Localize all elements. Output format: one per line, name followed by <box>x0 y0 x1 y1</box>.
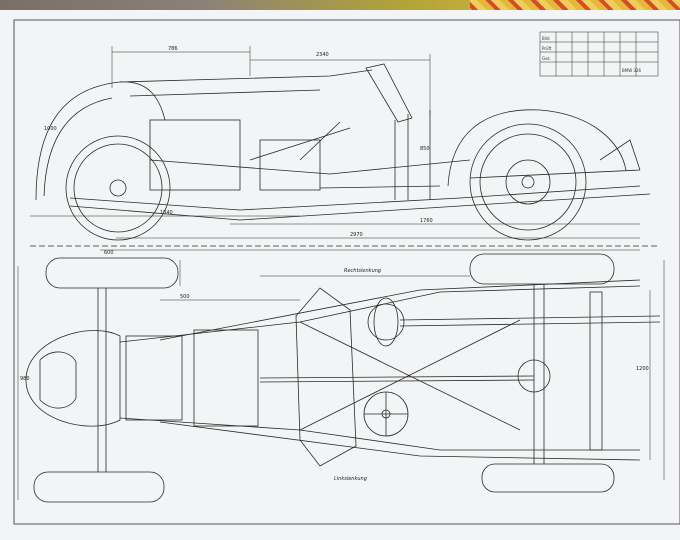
dim-label-3: 1040 <box>160 210 173 216</box>
top-dimensions <box>17 249 665 500</box>
dim-label-front-width: 600 <box>104 250 114 256</box>
dim-label-4: 1760 <box>420 218 433 224</box>
front-fender <box>35 81 166 201</box>
rear-fender <box>447 109 627 187</box>
rear-crossmember <box>589 291 603 451</box>
title-block <box>539 31 659 77</box>
top-frame-rail-upper <box>119 285 641 343</box>
top-dimension-labels: 600 500 1200 980 <box>20 250 649 382</box>
bulkhead <box>295 287 357 467</box>
top-front-wheel-right <box>33 471 165 503</box>
title-block-row-1: Bild <box>542 36 550 41</box>
dim-label-7: 850 <box>420 146 430 152</box>
windscreen <box>365 63 413 123</box>
side-view <box>30 63 660 247</box>
title-block-row-3: Gez. <box>542 56 551 61</box>
title-block-text: Bild Prüft Gez. BMW 326 <box>542 36 642 73</box>
radiator-grille <box>25 330 121 427</box>
dim-label-frame: 980 <box>20 376 30 382</box>
label-rechtslenkung: Rechtslenkung <box>344 268 381 274</box>
dim-label-rear-width: 1200 <box>636 366 649 372</box>
top-view <box>25 253 661 503</box>
steering-wheel-right <box>367 303 405 341</box>
propshaft <box>259 375 535 379</box>
blueprint-sheet: 786 2340 1040 1760 2970 1000 850 600 500… <box>0 10 680 540</box>
top-rear-wheel-left <box>469 253 615 285</box>
front-wheel <box>65 135 171 241</box>
side-dimensions <box>30 46 640 239</box>
side-dimension-labels: 786 2340 1040 1760 2970 1000 850 <box>44 46 433 238</box>
dim-label-5: 2970 <box>350 232 363 238</box>
top-frame-rail-lower <box>119 417 640 451</box>
title-block-row-2: Prüft <box>542 46 552 51</box>
side-frame-rail <box>69 185 641 211</box>
top-front-wheel-left <box>45 257 179 289</box>
dim-label-mid-width: 500 <box>180 294 190 300</box>
dim-label-2: 2340 <box>316 52 329 58</box>
rear-wheel <box>469 123 587 241</box>
dim-label-1: 786 <box>168 46 178 52</box>
differential <box>517 359 551 393</box>
top-rear-wheel-right <box>481 463 615 493</box>
chassis-drawing: 786 2340 1040 1760 2970 1000 850 600 500… <box>13 19 680 525</box>
dim-label-6: 1000 <box>44 126 57 132</box>
drawing-border <box>13 19 680 525</box>
title-block-code: BMW 326 <box>622 68 642 73</box>
label-linkslenkung: Linkslenkung <box>334 476 367 482</box>
